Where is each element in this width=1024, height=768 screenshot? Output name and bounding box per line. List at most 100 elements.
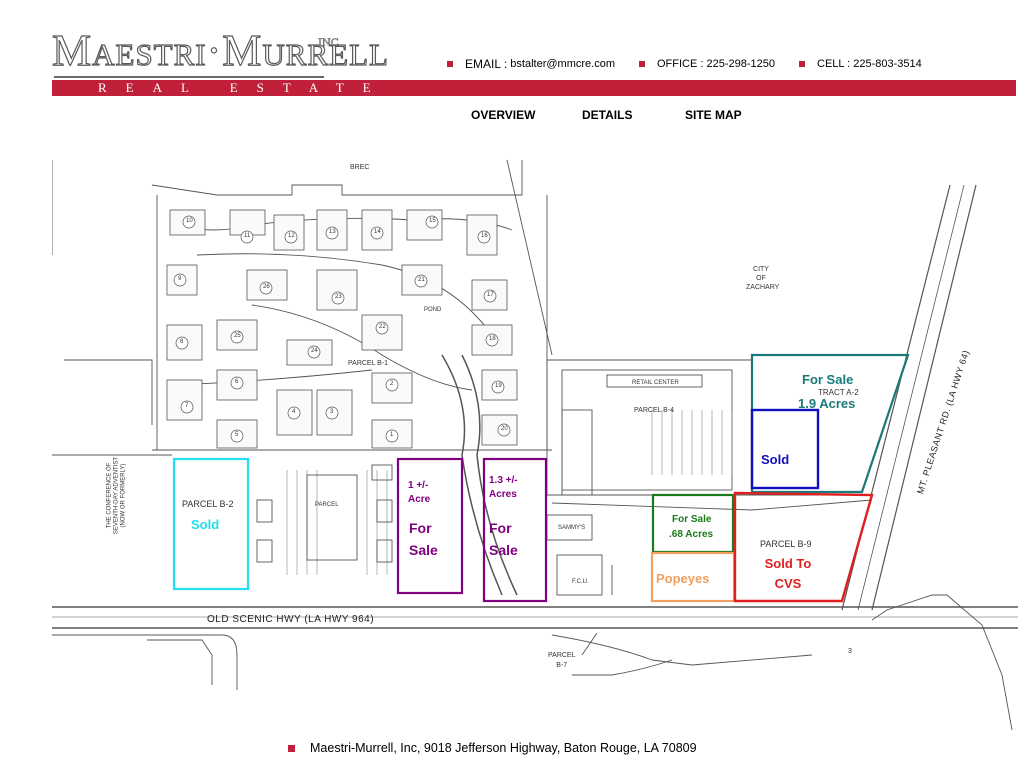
sammys-label: SAMMY'S bbox=[558, 525, 586, 531]
building-number: 23 bbox=[335, 294, 342, 300]
lot-1-3-status-line: For bbox=[489, 520, 512, 536]
logo-underline bbox=[54, 76, 324, 78]
tract-a2-label: TRACT A-2 bbox=[818, 388, 859, 397]
nav-site-map[interactable]: SITE MAP bbox=[685, 108, 742, 122]
parcel-b9-status-line: Sold To bbox=[764, 556, 812, 571]
logo-inc: INC. bbox=[318, 35, 342, 50]
tract-a2-status[interactable]: For Sale bbox=[802, 372, 854, 387]
lot-1-3-acre-size: 1.3 +/- Acres bbox=[489, 474, 518, 502]
contact-office: OFFICE : 225-298-1250 bbox=[639, 57, 775, 71]
lot-1-3-acre-status[interactable]: For Sale bbox=[489, 517, 518, 561]
bullet-icon bbox=[447, 61, 453, 67]
contact-email[interactable]: EMAIL : bstalter@mmcre.com bbox=[447, 57, 615, 71]
building-number: 15 bbox=[429, 218, 436, 224]
company-logo[interactable]: Maestri·Murrell INC. bbox=[51, 25, 389, 78]
parcel-b4-label: PARCEL B-4 bbox=[634, 407, 675, 414]
green-lot-acres: .68 Acres bbox=[669, 529, 714, 540]
lot-1-3-acre-line: Acres bbox=[489, 489, 517, 500]
building-number: 18 bbox=[489, 336, 496, 342]
lot-1-acre-line: Acre bbox=[408, 494, 431, 505]
parcel-b7-label: PARCEL B-7 bbox=[548, 651, 576, 671]
building-number: 16 bbox=[481, 233, 488, 239]
city-line: ZACHARY bbox=[746, 284, 780, 291]
building-number: 21 bbox=[418, 277, 425, 283]
cell-phone: CELL : 225-803-3514 bbox=[817, 58, 922, 70]
building-number: 6 bbox=[235, 379, 239, 385]
parcel-b2-status[interactable]: Sold bbox=[191, 517, 220, 532]
parcel-b9-status-line: CVS bbox=[774, 576, 802, 591]
parcel-b7-line: PARCEL bbox=[548, 652, 576, 659]
contact-cell: CELL : 225-803-3514 bbox=[799, 57, 922, 71]
blue-lot-status[interactable]: Sold bbox=[761, 452, 790, 467]
email-value[interactable]: bstalter@mmcre.com bbox=[510, 58, 615, 70]
building-number: 10 bbox=[186, 218, 193, 224]
conference-label: THE CONFERENCE OF SEVENTH-DAY ADVENTIST … bbox=[107, 441, 128, 551]
parcel-b2-label: PARCEL B-2 bbox=[182, 499, 234, 509]
center-parcel-label: PARCEL bbox=[315, 502, 339, 508]
parcel-b9-label: PARCEL B-9 bbox=[760, 539, 812, 549]
blue-lot-outline bbox=[750, 408, 820, 490]
lot-1-3-acre-outline bbox=[482, 457, 548, 603]
bullet-icon bbox=[288, 744, 295, 752]
parcel-b2-outline bbox=[172, 457, 250, 591]
city-line: OF bbox=[756, 275, 766, 282]
site-map: 10 11 12 13 14 15 16 9 26 23 21 17 8 25 … bbox=[52, 155, 1018, 730]
tract-a2-acres: 1.9 Acres bbox=[798, 396, 856, 411]
building-number: 13 bbox=[329, 229, 336, 235]
conference-line: SEVENTH-DAY ADVENTIST bbox=[113, 456, 120, 535]
lot-1-3-status-line: Sale bbox=[489, 542, 518, 558]
lot-1-acre-line: 1 +/- bbox=[408, 480, 429, 491]
mark-3: 3 bbox=[848, 648, 852, 655]
building-number: 25 bbox=[234, 333, 241, 339]
email-label: EMAIL : bbox=[465, 57, 508, 71]
retail-center-label: RETAIL CENTER bbox=[632, 380, 679, 386]
lot-1-status-line: Sale bbox=[409, 542, 438, 558]
building-number: 4 bbox=[292, 409, 296, 415]
building-number: 12 bbox=[288, 233, 295, 239]
building-number: 7 bbox=[185, 403, 189, 409]
building-number: 26 bbox=[263, 284, 270, 290]
lot-1-acre-outline bbox=[396, 457, 464, 595]
pond-label: POND bbox=[424, 307, 442, 313]
building-number: 2 bbox=[390, 381, 394, 387]
site-map-drawing bbox=[52, 159, 1018, 730]
building-number: 5 bbox=[235, 432, 239, 438]
bullet-icon bbox=[639, 61, 645, 67]
building-number: 19 bbox=[495, 383, 502, 389]
parcel-b9-outline bbox=[733, 491, 874, 603]
footer-address: Maestri-Murrell, Inc, 9018 Jefferson Hig… bbox=[288, 741, 697, 755]
real-estate-band: REAL ESTATE bbox=[52, 80, 1016, 96]
building-number: 3 bbox=[330, 409, 334, 415]
building-number: 17 bbox=[487, 292, 494, 298]
building-number: 20 bbox=[501, 426, 508, 432]
conference-line: (NOW OR FORMERLY) bbox=[120, 463, 127, 528]
band-text: REAL ESTATE bbox=[98, 80, 390, 95]
popeyes-label[interactable]: Popeyes bbox=[656, 571, 710, 586]
nav-details[interactable]: DETAILS bbox=[582, 108, 633, 122]
parcel-b1-label: PARCEL B-1 bbox=[348, 360, 389, 367]
lot-1-acre-size: 1 +/- Acre bbox=[408, 479, 430, 507]
building-number: 24 bbox=[311, 348, 318, 354]
conference-line: THE CONFERENCE OF bbox=[106, 462, 113, 529]
building-number: 9 bbox=[178, 276, 182, 282]
lot-1-status-line: For bbox=[409, 520, 432, 536]
green-lot-status[interactable]: For Sale bbox=[672, 514, 712, 525]
building-number: 11 bbox=[244, 233, 251, 239]
logo-wordmark: Maestri·Murrell bbox=[51, 25, 389, 75]
office-phone: OFFICE : 225-298-1250 bbox=[657, 58, 776, 70]
old-scenic-hwy-label: OLD SCENIC HWY (LA HWY 964) bbox=[207, 614, 375, 625]
brec-label: BREC bbox=[350, 164, 370, 171]
building-number: 8 bbox=[180, 339, 184, 345]
nav-overview[interactable]: OVERVIEW bbox=[471, 108, 536, 122]
lot-1-3-acre-line: 1.3 +/- bbox=[489, 475, 518, 486]
lot-1-acre-status[interactable]: For Sale bbox=[409, 517, 438, 561]
building-number: 14 bbox=[374, 229, 381, 235]
bullet-icon bbox=[799, 61, 805, 67]
fcu-label: F.C.U. bbox=[572, 579, 589, 585]
city-label: CITY OF ZACHARY bbox=[746, 265, 780, 292]
city-line: CITY bbox=[753, 266, 769, 273]
address-text: Maestri-Murrell, Inc, 9018 Jefferson Hig… bbox=[310, 741, 697, 755]
parcel-b9-status[interactable]: Sold To CVS bbox=[756, 554, 820, 594]
parcel-b7-line: B-7 bbox=[556, 662, 568, 669]
building-number: 1 bbox=[390, 432, 394, 438]
